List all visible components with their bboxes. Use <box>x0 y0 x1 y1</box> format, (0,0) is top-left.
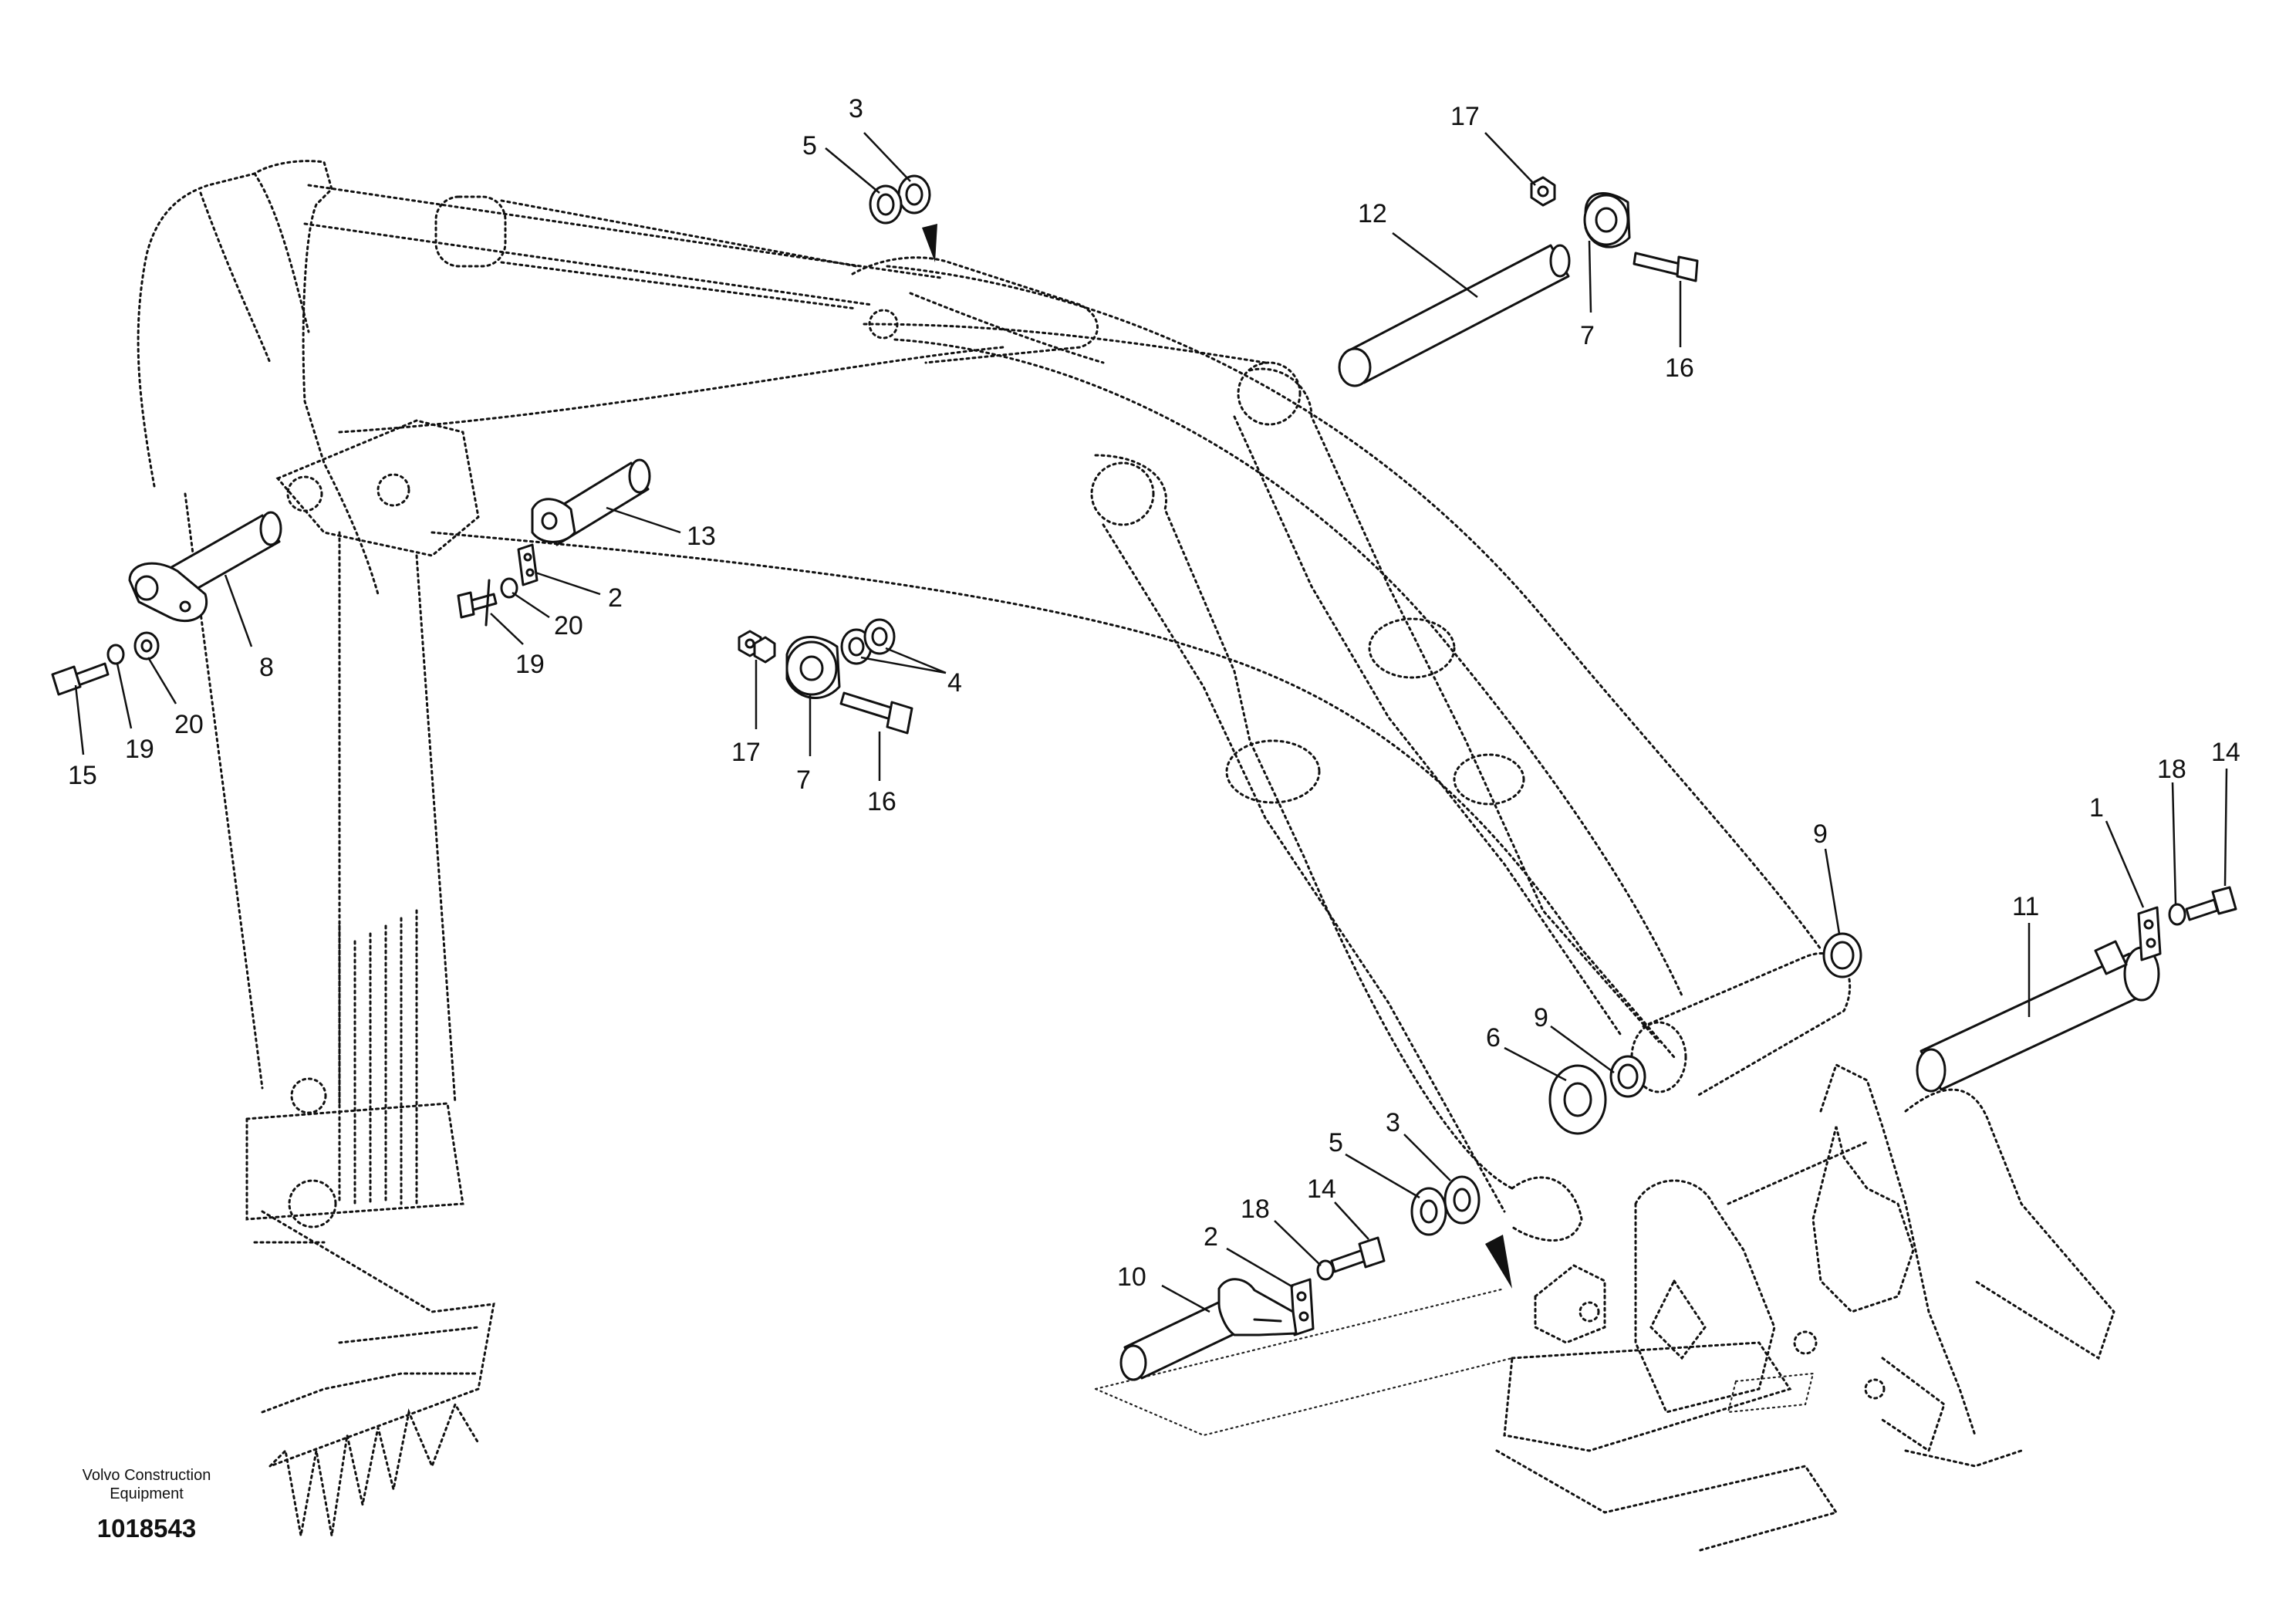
leader-lines <box>74 132 2228 1313</box>
callout-2-left: 2 <box>608 583 623 613</box>
callout-1: 1 <box>2089 793 2104 823</box>
washer-4b <box>863 618 896 655</box>
callout-labels: 3 5 17 12 7 16 13 2 20 19 8 20 19 15 17 … <box>68 94 2240 1292</box>
collar-7-mid <box>785 636 841 699</box>
washer-3-top <box>897 174 931 215</box>
callout-5-bottom: 5 <box>1329 1128 1343 1157</box>
pin-12 <box>1338 244 1571 387</box>
callout-2-bottom: 2 <box>1204 1222 1218 1252</box>
manufacturer-line-2: Equipment <box>110 1485 184 1502</box>
washer-3-bottom <box>1443 1175 1481 1225</box>
lockwasher-18-bottom <box>1316 1259 1335 1281</box>
pin-13 <box>531 458 651 546</box>
callout-3-bottom: 3 <box>1386 1108 1400 1137</box>
washer-5-bottom <box>1410 1187 1447 1236</box>
pointer-arrow-bottom <box>1485 1235 1512 1289</box>
callout-20-left: 20 <box>174 710 204 739</box>
callout-7-mid: 7 <box>796 765 811 795</box>
nut-17-top <box>1530 176 1556 207</box>
figure-caption: Volvo Construction Equipment 1018543 <box>54 1466 239 1543</box>
bolt-14-bottom <box>1330 1236 1386 1273</box>
pin-10 <box>1119 1278 1298 1381</box>
callout-18-bottom: 18 <box>1241 1195 1270 1224</box>
pointer-arrow-top <box>922 224 937 262</box>
callout-16-top: 16 <box>1665 353 1694 383</box>
parts <box>51 174 2237 1381</box>
pin-8 <box>128 511 282 622</box>
pin-11 <box>1916 940 2160 1093</box>
bolt-16-top <box>1633 252 1699 282</box>
callout-16-mid: 16 <box>867 787 896 816</box>
callout-20-mid: 20 <box>554 611 583 640</box>
nut-17-mid <box>738 630 776 664</box>
machine-outline <box>137 160 2115 1553</box>
ring-9-upper <box>1822 932 1862 978</box>
callout-9-lower: 9 <box>1534 1003 1548 1032</box>
callout-15: 15 <box>68 761 97 790</box>
callout-17-mid: 17 <box>731 738 761 767</box>
bolt-15 <box>51 662 110 696</box>
collar-7-top <box>1583 192 1631 248</box>
bolt-19-mid <box>457 579 498 627</box>
callout-19-mid: 19 <box>515 650 545 679</box>
lockwasher-19-left <box>106 644 125 665</box>
lockwasher-18-right <box>2168 903 2186 926</box>
callout-17-top: 17 <box>1450 102 1480 131</box>
callout-8: 8 <box>259 653 274 682</box>
callout-14-right: 14 <box>2211 738 2240 767</box>
callout-4: 4 <box>947 668 962 698</box>
callout-3-top: 3 <box>849 94 863 123</box>
callout-19-left: 19 <box>125 735 154 764</box>
callout-12: 12 <box>1358 199 1387 228</box>
callout-7-top: 7 <box>1580 321 1595 350</box>
callout-5-top: 5 <box>802 131 817 161</box>
callout-13: 13 <box>687 522 716 551</box>
callout-9-upper: 9 <box>1813 819 1828 849</box>
bolt-14-right <box>2185 886 2237 921</box>
plate-1 <box>2137 906 2162 961</box>
manufacturer-line-1: Volvo Construction <box>82 1467 211 1484</box>
callout-10: 10 <box>1117 1262 1146 1292</box>
washer-5-top <box>869 184 903 225</box>
callout-14-bottom: 14 <box>1307 1174 1336 1204</box>
ring-9-lower <box>1609 1055 1646 1098</box>
bolt-16-mid <box>839 691 913 735</box>
washer-6 <box>1548 1064 1607 1135</box>
figure-number: 1018543 <box>96 1514 197 1543</box>
callout-6: 6 <box>1486 1023 1501 1053</box>
washer-20-left <box>133 631 160 661</box>
plate-2-left <box>517 543 539 586</box>
callout-18-right: 18 <box>2157 755 2186 784</box>
callout-11: 11 <box>2012 892 2039 921</box>
